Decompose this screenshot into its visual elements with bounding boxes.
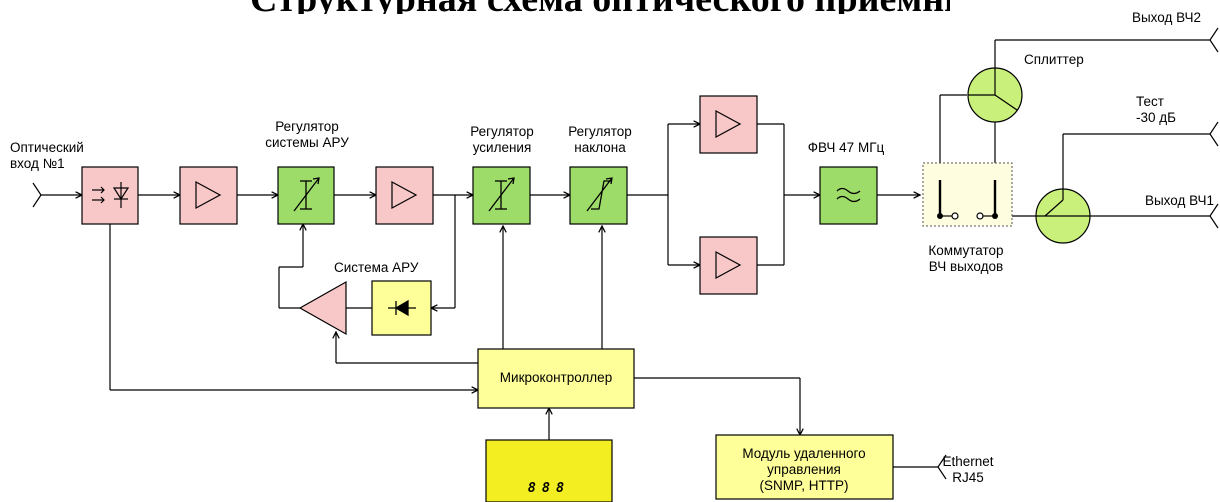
connection-lines	[32, 27, 1219, 480]
microcontroller-block	[477, 348, 635, 409]
amplifier-block-2	[375, 166, 434, 225]
display-digits: 888	[528, 480, 570, 496]
detector-diode-icon	[388, 299, 416, 317]
amplifier-icon	[715, 109, 742, 139]
remote-module-block	[715, 434, 894, 500]
led-display	[485, 439, 613, 502]
photodetector-block	[81, 166, 139, 225]
amplifier-icon	[195, 180, 222, 210]
agc-detector-block	[371, 280, 432, 336]
rf2-output-connector-icon	[1209, 27, 1219, 53]
splitter-upper	[967, 67, 1023, 123]
amplifier-block-lower	[699, 236, 758, 295]
agc-amplifier-triangle	[298, 280, 347, 336]
variable-attenuator-icon	[293, 177, 320, 212]
amplifier-block-upper	[699, 95, 758, 154]
optical-input-connector-icon	[32, 182, 42, 208]
filter-icon	[836, 187, 861, 203]
amplifier-icon	[391, 180, 418, 210]
slope-equalizer-icon	[586, 177, 613, 212]
test-output-connector-icon	[1209, 121, 1219, 147]
microcontroller-label: Микроконтроллер	[500, 370, 612, 385]
out-rf1-label: Выход ВЧ1	[1145, 193, 1214, 208]
hpf-block	[819, 166, 878, 225]
amplifier-block-1	[179, 166, 238, 225]
splitter-label: Сплиттер	[1024, 52, 1084, 67]
test-label: Тест-30 дБ	[1136, 94, 1176, 125]
agc-system-label: Система АРУ	[334, 260, 419, 275]
agc-regulator-block	[277, 166, 335, 225]
ethernet-connector-icon	[937, 454, 947, 480]
splitter-lower	[1035, 188, 1091, 244]
amplifier-icon	[715, 250, 742, 280]
photodiode-icon	[92, 182, 130, 208]
rf-output-switch	[922, 162, 1013, 227]
slope-regulator-block	[569, 166, 628, 225]
diagram-title: Структурная схема оптического приемника	[250, 0, 950, 14]
rf1-output-connector-icon	[1209, 203, 1219, 229]
hpf-label: ФВЧ 47 МГц	[808, 140, 885, 155]
out-rf2-label: Выход ВЧ2	[1132, 10, 1201, 25]
gain-regulator-block	[472, 166, 531, 225]
variable-attenuator-icon	[488, 177, 515, 212]
